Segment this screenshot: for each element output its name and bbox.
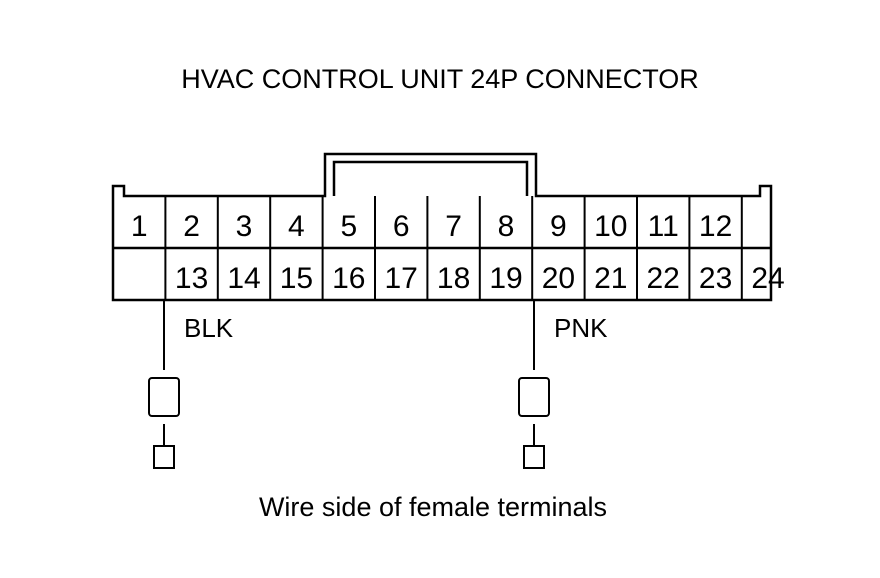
pin-label: 1 [131, 210, 148, 243]
pin-label: 24 [751, 262, 784, 295]
pin-label: 7 [445, 210, 462, 243]
terminal-body [148, 377, 180, 417]
pin-label: 12 [699, 210, 732, 243]
pin-label: 19 [489, 262, 522, 295]
pin-label: 4 [288, 210, 305, 243]
wire-blk: BLK [148, 300, 234, 469]
pin-label: 20 [542, 262, 575, 295]
pin-label: 23 [699, 262, 732, 295]
housing-outline [111, 152, 773, 302]
pin-label: 16 [332, 262, 365, 295]
pin-label: 6 [393, 210, 410, 243]
terminal-body [518, 377, 550, 417]
pin-label: 2 [183, 210, 200, 243]
locking-tab [332, 160, 529, 196]
pin-label: 13 [175, 262, 208, 295]
pin-label: 3 [236, 210, 253, 243]
wire-color-label: BLK [184, 313, 234, 343]
connector-housing [111, 152, 773, 302]
pin-label: 10 [594, 210, 627, 243]
pin-label: 18 [437, 262, 470, 295]
terminal-tip [153, 445, 175, 469]
pin-label: 14 [227, 262, 260, 295]
pin-label: 5 [340, 210, 357, 243]
diagram-caption: Wire side of female terminals [259, 492, 607, 522]
terminal-tip [523, 445, 545, 469]
diagram-title: HVAC CONTROL UNIT 24P CONNECTOR [181, 64, 699, 94]
pin-label: 21 [594, 262, 627, 295]
wire-pnk: PNK [518, 300, 608, 469]
pin-label: 8 [498, 210, 515, 243]
wire-group: BLK PNK [148, 300, 608, 469]
wire-color-label: PNK [554, 313, 608, 343]
pin-label: 17 [385, 262, 418, 295]
pin-label: 9 [550, 210, 567, 243]
pin-label: 11 [648, 210, 679, 243]
pin-label: 15 [280, 262, 313, 295]
pin-cell-dividers [164, 196, 743, 300]
pin-label: 22 [647, 262, 680, 295]
